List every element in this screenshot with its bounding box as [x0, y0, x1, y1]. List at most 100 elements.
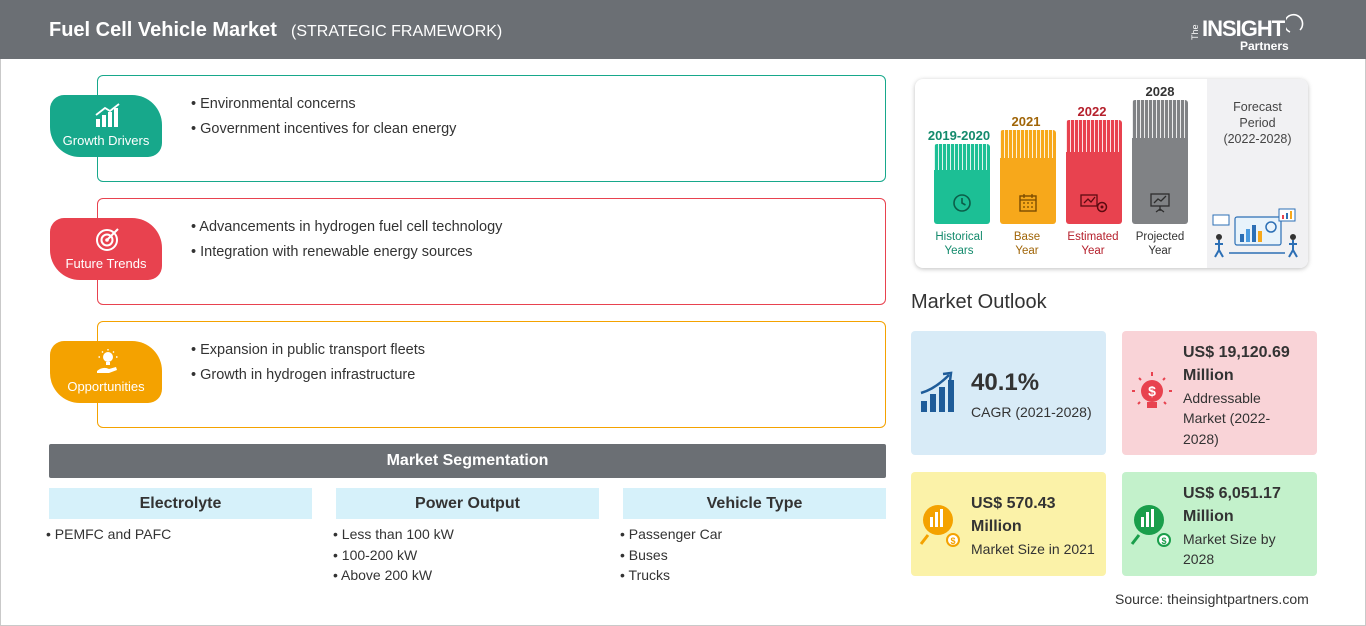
svg-text:$: $	[950, 536, 955, 546]
market-outlook-title: Market Outlook	[911, 291, 1047, 313]
addressable-market-card: $ US$ 19,120.69 Million Addressable Mark…	[1122, 331, 1317, 455]
timeline-bar-historical	[934, 144, 990, 224]
timeline-label-line: Year	[1148, 245, 1172, 257]
page-title: Fuel Cell Vehicle Market	[49, 19, 277, 41]
market-size-2028-desc: 2028	[1183, 551, 1215, 567]
cagr-card: 40.1% CAGR (2021-2028)	[911, 331, 1106, 455]
segment-item: • Trucks	[620, 567, 671, 583]
svg-text:$: $	[1148, 383, 1156, 399]
segment-item: • PEMFC and PAFC	[46, 526, 172, 542]
market-size-2028-desc: Market Size by	[1183, 531, 1276, 547]
svg-text:$: $	[1161, 536, 1166, 546]
timeline-label-line: Projected	[1135, 231, 1185, 243]
calendar-icon	[1019, 194, 1037, 212]
timeline-label-line: Base	[1013, 231, 1041, 243]
timeline-label-line: Historical	[935, 231, 983, 243]
presentation-board-icon	[1150, 193, 1170, 213]
timeline-bar-estimated	[1066, 120, 1122, 224]
timeline-bar-projected	[1132, 100, 1188, 224]
timeline-label-line: Year	[1015, 245, 1039, 257]
segment-item: • Above 200 kW	[333, 567, 433, 583]
segment-heading-vehicle-type: Vehicle Type	[623, 488, 886, 519]
market-size-2028-value: US$ 6,051.17	[1183, 485, 1281, 502]
opportunity-point: • Expansion in public transport fleets	[191, 342, 425, 358]
forecast-period-text: Forecast Period (2022-2028)	[1215, 99, 1300, 147]
growth-bars-icon	[920, 371, 954, 412]
logo-arc-icon	[1286, 13, 1304, 33]
addressable-market-desc: Addressable	[1183, 390, 1261, 406]
timeline-label-estimated: Estimated Year	[1053, 230, 1133, 258]
addressable-market-unit: Million	[1183, 367, 1234, 384]
timeline-year-base: 2021	[1011, 114, 1041, 129]
growth-drivers-badge: Growth Drivers	[50, 95, 162, 157]
market-size-2021-card: $ US$ 570.43 Million Market Size in 2021	[911, 472, 1106, 576]
timeline-year-projected: 2028	[1145, 84, 1175, 99]
future-trends-label: Future Trends	[65, 256, 147, 271]
opportunities-label: Opportunities	[67, 379, 145, 394]
addressable-market-desc: Market (2022-	[1183, 410, 1271, 426]
timeline-label-line: Year	[1081, 245, 1105, 257]
segment-heading-electrolyte: Electrolyte	[49, 488, 312, 519]
segment-list-electrolyte: • PEMFC and PAFC	[46, 526, 171, 547]
timeline-label-historical: Historical Years	[919, 230, 999, 258]
opportunities-card: • Expansion in public transport fleets •…	[97, 321, 886, 428]
estimate-gear-icon	[1080, 194, 1108, 213]
insight-partners-logo[interactable]: The INSIGHT Partners	[1190, 10, 1310, 54]
segment-item: • Buses	[620, 546, 668, 563]
logo-partners-text: Partners	[1240, 39, 1289, 53]
dollar-bulb-icon: $	[1132, 372, 1172, 408]
segment-list-vehicle-type: • Passenger Car • Buses • Trucks	[620, 526, 722, 588]
bar-stripe	[934, 144, 990, 170]
page-subtitle: (STRATEGIC FRAMEWORK)	[291, 23, 503, 40]
segment-heading-power-output: Power Output	[336, 488, 599, 519]
segment-item: • Less than 100 kW	[333, 526, 454, 542]
logo-the-text: The	[1190, 24, 1200, 40]
segment-item: • 100-200 kW	[333, 546, 418, 563]
history-clock-icon	[953, 194, 971, 212]
source-credit: Source: theinsightpartners.com	[1115, 591, 1309, 607]
market-size-2021-desc: Market Size in 2021	[971, 541, 1095, 557]
market-segmentation-title: Market Segmentation	[49, 444, 886, 478]
timeline-year-historical: 2019-2020	[927, 128, 991, 143]
cagr-label: CAGR (2021-2028)	[971, 404, 1092, 420]
forecast-line: (2022-2028)	[1223, 132, 1292, 146]
lightbulb-hand-icon	[97, 349, 118, 373]
future-trends-badge: Future Trends	[50, 218, 162, 280]
coin-chart-icon: $	[1130, 505, 1171, 547]
timeline-label-line: Estimated	[1067, 231, 1119, 243]
future-trend-point: • Integration with renewable energy sour…	[191, 244, 473, 260]
growth-chart-icon	[95, 103, 120, 127]
growth-drivers-card: • Environmental concerns • Government in…	[97, 75, 886, 182]
future-trends-card: • Advancements in hydrogen fuel cell tec…	[97, 198, 886, 305]
addressable-market-value: US$ 19,120.69	[1183, 344, 1290, 361]
future-trend-point: • Advancements in hydrogen fuel cell tec…	[191, 219, 503, 235]
opportunity-point: • Growth in hydrogen infrastructure	[191, 367, 416, 383]
timeline-label-projected: Projected Year	[1120, 230, 1200, 258]
opportunities-badge: Opportunities	[50, 341, 162, 403]
timeline-panel: 2019-2020 Historical Years 2021 Base Yea…	[915, 79, 1308, 268]
forecast-line: Forecast	[1233, 100, 1282, 114]
timeline-year-estimated: 2022	[1077, 104, 1107, 119]
growth-driver-point: • Government incentives for clean energy	[191, 121, 457, 137]
bar-stripe	[1066, 120, 1122, 152]
bar-stripe	[1132, 100, 1188, 138]
analytics-team-illustration-icon	[1212, 208, 1298, 258]
segment-list-power-output: • Less than 100 kW • 100-200 kW • Above …	[333, 526, 454, 588]
forecast-line: Period	[1239, 116, 1276, 130]
addressable-market-desc: 2028)	[1183, 431, 1219, 447]
coin-chart-icon: $	[919, 505, 960, 547]
target-icon	[96, 228, 119, 251]
market-size-2028-unit: Million	[1183, 508, 1234, 525]
market-size-2028-card: $ US$ 6,051.17 Million Market Size by 20…	[1122, 472, 1317, 576]
bar-stripe	[1000, 130, 1056, 158]
segment-item: • Passenger Car	[620, 526, 723, 542]
market-size-2021-value: US$ 570.43	[971, 495, 1056, 512]
growth-driver-point: • Environmental concerns	[191, 96, 356, 112]
timeline-label-base: Base Year	[987, 230, 1067, 258]
cagr-value: 40.1%	[971, 369, 1040, 396]
market-size-2021-unit: Million	[971, 518, 1022, 535]
timeline-bar-base	[1000, 130, 1056, 224]
growth-drivers-label: Growth Drivers	[62, 133, 150, 148]
header-bar: Fuel Cell Vehicle Market (STRATEGIC FRAM…	[0, 0, 1366, 59]
logo-insight-text: INSIGHT	[1202, 16, 1285, 41]
